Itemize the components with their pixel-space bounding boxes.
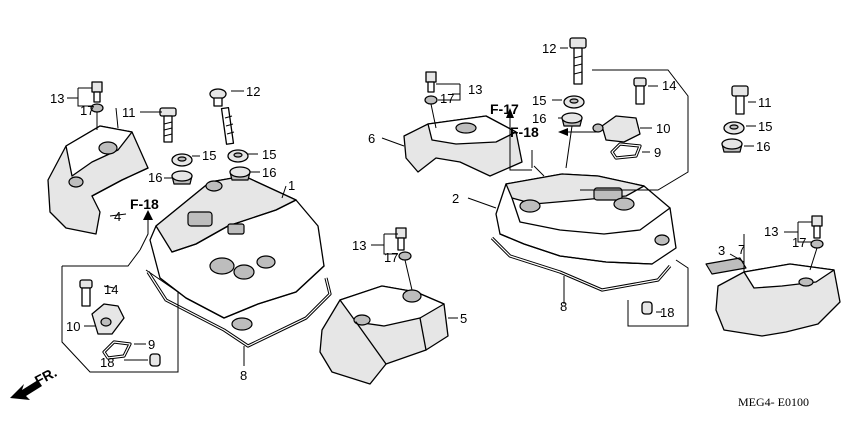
side-cover-part-7	[715, 263, 841, 337]
inset-box-right	[531, 69, 689, 191]
callout-17: 17	[384, 250, 398, 265]
callout-14: 14	[104, 282, 118, 297]
callout-6: 6	[368, 131, 375, 146]
pad-part-3	[705, 257, 747, 275]
hose-joint-part-10-right	[592, 115, 641, 143]
callout-17: 17	[440, 91, 454, 106]
callout-10: 10	[66, 319, 80, 334]
callout-16: 16	[532, 111, 546, 126]
dowel-part-18-left	[149, 353, 161, 367]
callout-13: 13	[764, 224, 778, 239]
reference-f18-left: F-18	[130, 196, 159, 212]
callout-12: 12	[246, 84, 260, 99]
washer-part-15-right-b	[723, 121, 745, 135]
callout-17: 17	[792, 235, 806, 250]
callout-13: 13	[352, 238, 366, 253]
grommet-part-16-right-a	[561, 112, 583, 169]
reference-f18-right: F-18	[510, 124, 539, 140]
inset-dowel-box-right	[627, 259, 689, 327]
callout-9: 9	[654, 145, 661, 160]
screw-part-13-left	[90, 81, 104, 130]
bolt-part-11-left	[159, 107, 177, 143]
callout-18: 18	[660, 305, 674, 320]
callout-13: 13	[468, 82, 482, 97]
front-direction-arrow-icon	[10, 380, 42, 400]
bolt-part-14-right	[633, 77, 647, 105]
callout-16: 16	[262, 165, 276, 180]
arrow-f18-right	[558, 128, 598, 136]
bolt-part-12-left	[209, 88, 235, 145]
callout-8: 8	[240, 368, 247, 383]
callout-16: 16	[756, 139, 770, 154]
callout-18: 18	[100, 355, 114, 370]
callout-15: 15	[262, 147, 276, 162]
gasket-part-9-right	[610, 142, 642, 160]
washer-part-15-right-a	[563, 95, 585, 109]
grommet-part-16-right-b	[721, 138, 743, 153]
callout-10: 10	[656, 121, 670, 136]
callout-14: 14	[662, 78, 676, 93]
callout-15: 15	[202, 148, 216, 163]
bolt-part-14-left	[79, 279, 93, 307]
inset-box-left	[61, 249, 179, 373]
callout-13: 13	[50, 91, 64, 106]
callout-4: 4	[114, 209, 121, 224]
callout-2: 2	[452, 191, 459, 206]
callout-12: 12	[542, 41, 556, 56]
callout-labels: 13 17 11 12 15 15 16 16 1 4 F-18 14 10 9…	[32, 41, 809, 409]
arrow-f17	[506, 108, 532, 171]
middle-cover-part-5	[319, 285, 449, 385]
gasket-part-8-left	[146, 271, 332, 348]
reference-code: MEG4- E0100	[738, 395, 809, 409]
screw-part-13-right	[809, 215, 824, 271]
dowel-part-18-right	[641, 301, 653, 315]
bolt-part-11-right	[731, 85, 749, 115]
screw-part-13-upper	[424, 71, 438, 129]
callout-8: 8	[560, 299, 567, 314]
head-cover-part-1	[149, 175, 325, 331]
callout-15: 15	[532, 93, 546, 108]
callout-3: 3	[718, 243, 725, 258]
screw-part-13-middle	[395, 227, 413, 291]
callout-15: 15	[758, 119, 772, 134]
bolt-part-12-right	[569, 37, 587, 85]
head-cover-part-2	[495, 165, 677, 265]
callout-11: 11	[758, 95, 772, 110]
grommet-part-16-left-b	[229, 166, 251, 181]
grommet-part-16-left-a	[171, 170, 193, 185]
upper-cover-part-6	[403, 115, 523, 177]
callout-11: 11	[122, 105, 136, 120]
callout-17: 17	[80, 103, 94, 118]
callout-1: 1	[288, 178, 295, 193]
gasket-part-8-right	[490, 236, 672, 292]
arrow-f18-left	[139, 210, 153, 251]
callout-9: 9	[148, 337, 155, 352]
reference-f17: F-17	[490, 101, 519, 117]
callout-16: 16	[148, 170, 162, 185]
washer-part-15-left-b	[227, 149, 249, 163]
leader-lines	[67, 47, 812, 366]
gasket-part-9-left	[102, 340, 132, 360]
callout-7: 7	[738, 242, 745, 257]
washer-part-15-left-a	[171, 153, 193, 167]
front-cover-part-4	[47, 125, 149, 235]
hose-joint-part-10-left	[91, 303, 125, 335]
callout-5: 5	[460, 311, 467, 326]
